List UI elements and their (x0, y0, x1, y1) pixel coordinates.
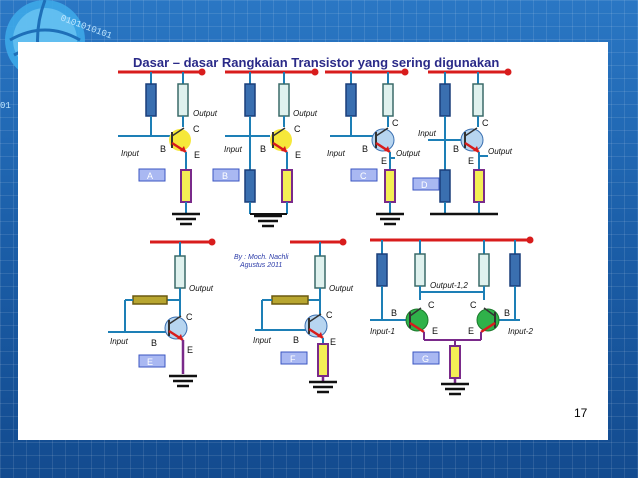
svg-text:B: B (293, 335, 299, 345)
svg-text:D: D (421, 180, 428, 190)
svg-text:E: E (468, 156, 474, 166)
svg-text:B: B (391, 308, 397, 318)
svg-text:C: C (326, 310, 333, 320)
svg-text:E: E (432, 326, 438, 336)
circuit-f: Output C B E Input F (253, 238, 354, 394)
author-line-1: By : Moch. Nachli (234, 254, 289, 261)
svg-text:Output: Output (396, 149, 421, 158)
svg-text:E: E (468, 326, 474, 336)
svg-text:Output: Output (193, 109, 218, 118)
svg-text:B: B (504, 308, 510, 318)
svg-text:Input: Input (224, 145, 243, 154)
circuit-b: Output C B E Input B (212, 68, 319, 228)
svg-text:Input: Input (110, 337, 129, 346)
svg-text:B: B (160, 144, 166, 154)
svg-text:A: A (147, 171, 153, 181)
svg-text:B: B (222, 171, 228, 181)
svg-text:Input-1: Input-1 (370, 327, 395, 336)
svg-text:C: C (360, 171, 367, 181)
svg-text:E: E (295, 150, 301, 160)
svg-text:B: B (453, 144, 459, 154)
svg-text:C: C (392, 118, 399, 128)
svg-text:Output: Output (189, 284, 214, 293)
svg-text:Input: Input (253, 336, 272, 345)
svg-text:E: E (147, 357, 153, 367)
page-number: 17 (574, 406, 588, 420)
svg-text:E: E (330, 337, 336, 347)
svg-text:B: B (151, 338, 157, 348)
svg-text:C: C (428, 300, 435, 310)
svg-text:C: C (482, 118, 489, 128)
svg-text:E: E (194, 150, 200, 160)
svg-text:Output: Output (293, 109, 318, 118)
svg-text:Input: Input (121, 149, 140, 158)
circuit-c: C B E Output Input C (325, 68, 421, 226)
svg-text:E: E (187, 345, 193, 355)
svg-text:Output-1,2: Output-1,2 (430, 281, 468, 290)
svg-text:B: B (362, 144, 368, 154)
svg-text:01: 01 (0, 101, 11, 110)
circuit-d: C B E Output Input D (412, 68, 513, 216)
svg-text:E: E (381, 156, 387, 166)
svg-text:F: F (290, 354, 296, 364)
author-line-2: Agustus 2011 (239, 262, 282, 269)
svg-text:B: B (260, 144, 266, 154)
slide-title: Dasar – dasar Rangkaian Transistor yang … (133, 55, 500, 70)
svg-text:Output: Output (488, 147, 513, 156)
svg-text:C: C (470, 300, 477, 310)
svg-text:Output: Output (329, 284, 354, 293)
circuit-g: Output-1,2 C C B B E E Input-1 Input-2 G (370, 236, 534, 396)
svg-text:Input-2: Input-2 (508, 327, 533, 336)
svg-text:C: C (193, 124, 200, 134)
svg-text:G: G (422, 354, 429, 364)
svg-text:Input: Input (418, 129, 437, 138)
svg-text:C: C (186, 312, 193, 322)
svg-text:C: C (294, 124, 301, 134)
svg-text:Input: Input (327, 149, 346, 158)
circuit-e: Output C B E Input E (108, 238, 216, 388)
circuit-a: Output C B E Input A (118, 68, 218, 226)
